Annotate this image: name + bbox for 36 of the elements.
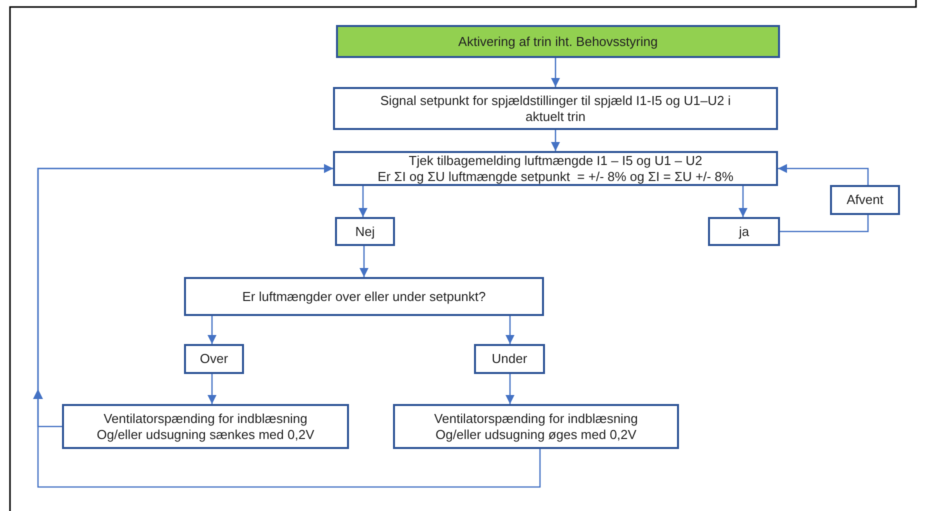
box-text: Aktivering af trin iht. Behovsstyring xyxy=(458,34,658,50)
process-box xyxy=(184,277,544,316)
arrow xyxy=(37,164,541,488)
arrow xyxy=(551,130,560,151)
box-text: Under xyxy=(492,351,528,367)
box-text: Over xyxy=(200,351,228,367)
process-box xyxy=(335,217,395,246)
box-text: ja xyxy=(738,224,750,240)
box-text: Ventilatorspænding for indblæsning xyxy=(104,410,308,426)
arrow xyxy=(506,316,514,344)
arrow xyxy=(778,164,869,185)
start-box xyxy=(336,25,780,58)
box-text: Nej xyxy=(355,224,375,240)
box-text: Signal setpunkt for spjældstillinger til spjæld I1-I5 og U1–U2 i aktuelt trin xyxy=(379,92,732,124)
box-text: Tjek tilbagemelding luftmængde I1 – I5 og U1 – U2 xyxy=(408,152,702,168)
process-box xyxy=(474,344,545,374)
box-text: Og/eller udsugning øges med 0,2V xyxy=(436,426,636,442)
process-box xyxy=(393,404,679,449)
arrow xyxy=(551,58,560,87)
process-box xyxy=(333,87,778,130)
box-text: Er luftmængder over eller under setpunkt? xyxy=(242,288,486,304)
process-box xyxy=(708,217,780,246)
arrow xyxy=(208,316,216,344)
arrow xyxy=(738,186,748,217)
arrow xyxy=(208,374,216,404)
arrow xyxy=(358,186,368,217)
arrow xyxy=(506,374,514,404)
box-text: Og/eller udsugning sænkes med 0,2V xyxy=(96,426,314,442)
process-box xyxy=(333,151,778,186)
process-box xyxy=(184,344,244,374)
arrow xyxy=(360,246,368,277)
process-box xyxy=(62,404,349,449)
process-box xyxy=(830,185,900,215)
box-text: Ventilatorspænding for indblæsning xyxy=(434,410,638,426)
box-text: Afvent xyxy=(846,192,884,208)
box-text: Er ΣI og ΣU luftmængde setpunkt = +/- 8% og ΣI = ΣU +/- 8% xyxy=(378,168,734,184)
